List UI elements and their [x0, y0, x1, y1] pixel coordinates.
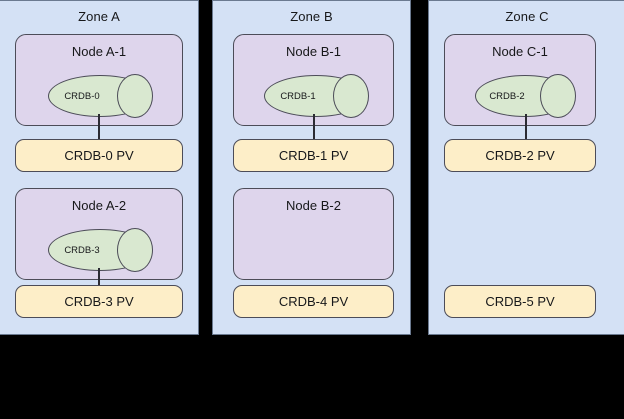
pod-label-crdb-3: CRDB-3	[64, 244, 100, 256]
pv-box-crdb-1[interactable]: CRDB-1 PV	[233, 139, 394, 172]
zone-label-b: Zone B	[290, 9, 333, 24]
node-label-a-1: Node A-1	[71, 44, 127, 59]
pod-cylinder-crdb-2[interactable]: CRDB-2	[475, 74, 576, 118]
node-box-b-2[interactable]: Node B-2	[233, 188, 394, 280]
pv-box-crdb-4[interactable]: CRDB-4 PV	[233, 285, 394, 318]
node-label-c-1: Node C-1	[492, 44, 548, 59]
zone-panel-c[interactable]: Zone C Node C-1 CRDB-2 CRDB-2 PV CRDB-5 …	[428, 0, 624, 335]
pod-cylinder-crdb-0[interactable]: CRDB-0	[48, 74, 153, 118]
connector-crdb-1	[313, 114, 315, 139]
connector-crdb-0	[98, 114, 100, 139]
zone-label-c: Zone C	[505, 9, 549, 24]
pod-label-crdb-0: CRDB-0	[64, 90, 100, 102]
zone-label-a: Zone A	[78, 9, 120, 24]
pod-label-crdb-1: CRDB-1	[280, 90, 316, 102]
node-box-b-1[interactable]: Node B-1 CRDB-1	[233, 34, 394, 126]
node-label-b-2: Node B-2	[286, 198, 341, 213]
pod-cylinder-cap	[540, 74, 576, 118]
connector-crdb-2	[525, 114, 527, 139]
pod-cylinder-cap	[117, 228, 153, 272]
pod-cylinder-cap	[117, 74, 153, 118]
node-label-b-1: Node B-1	[286, 44, 341, 59]
node-box-c-1[interactable]: Node C-1 CRDB-2	[444, 34, 596, 126]
pod-cylinder-crdb-1[interactable]: CRDB-1	[264, 74, 369, 118]
connector-crdb-3	[98, 268, 100, 293]
pv-box-crdb-0[interactable]: CRDB-0 PV	[15, 139, 183, 172]
pod-cylinder-crdb-3[interactable]: CRDB-3	[48, 228, 153, 272]
pv-box-crdb-5[interactable]: CRDB-5 PV	[444, 285, 596, 318]
node-box-a-2[interactable]: Node A-2 CRDB-3	[15, 188, 183, 280]
node-label-a-2: Node A-2	[71, 198, 127, 213]
pv-box-crdb-3[interactable]: CRDB-3 PV	[15, 285, 183, 318]
zone-panel-a[interactable]: Zone A Node A-1 CRDB-0 CRDB-0 PV Node A-…	[0, 0, 199, 335]
zone-panel-b[interactable]: Zone B Node B-1 CRDB-1 CRDB-1 PV Node B-…	[212, 0, 411, 335]
pod-label-crdb-2: CRDB-2	[489, 90, 525, 102]
pv-box-crdb-2[interactable]: CRDB-2 PV	[444, 139, 596, 172]
node-box-a-1[interactable]: Node A-1 CRDB-0	[15, 34, 183, 126]
pod-cylinder-cap	[333, 74, 369, 118]
